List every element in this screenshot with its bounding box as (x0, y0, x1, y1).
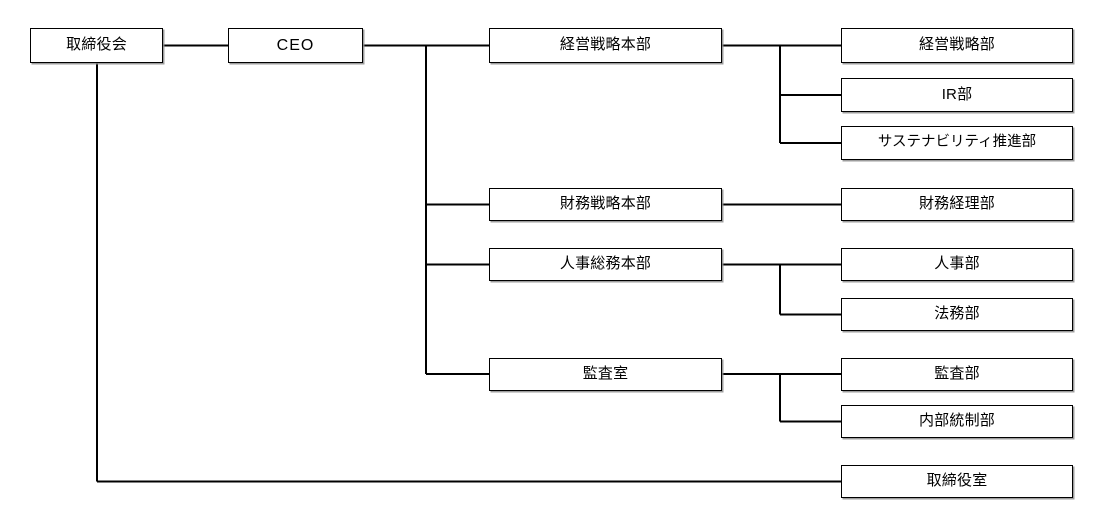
node-internal-control-dept[interactable]: 内部統制部 (841, 405, 1073, 438)
node-hr-hq[interactable]: 人事総務本部 (489, 248, 722, 281)
node-label: CEO (276, 36, 315, 54)
node-label: 経営戦略部 (918, 36, 995, 54)
node-finance-hq[interactable]: 財務戦略本部 (489, 188, 722, 221)
node-label: サステナビリティ推進部 (877, 134, 1037, 151)
node-label: 監査部 (934, 365, 980, 383)
node-board-office[interactable]: 取締役室 (841, 465, 1073, 498)
node-label: 取締役会 (66, 36, 127, 54)
connector-lines (96, 44, 841, 483)
node-label: 財務経理部 (918, 195, 995, 213)
node-strategy-hq[interactable]: 経営戦略本部 (489, 28, 722, 63)
node-label: 経営戦略本部 (559, 36, 652, 54)
node-label: 人事部 (934, 255, 980, 273)
node-board[interactable]: 取締役会 (30, 28, 163, 63)
node-label: IR部 (941, 85, 973, 103)
node-label: 人事総務本部 (559, 255, 652, 273)
node-sustainability-dept[interactable]: サステナビリティ推進部 (841, 126, 1073, 160)
node-ir-dept[interactable]: IR部 (841, 78, 1073, 112)
node-legal-dept[interactable]: 法務部 (841, 298, 1073, 331)
node-label: 監査室 (582, 365, 629, 383)
node-finance-dept[interactable]: 財務経理部 (841, 188, 1073, 221)
node-ceo[interactable]: CEO (228, 28, 363, 63)
node-audit-office[interactable]: 監査室 (489, 358, 722, 391)
node-label: 法務部 (934, 305, 980, 323)
node-audit-dept[interactable]: 監査部 (841, 358, 1073, 391)
node-label: 取締役室 (926, 472, 988, 490)
node-label: 財務戦略本部 (559, 195, 652, 213)
node-hr-dept[interactable]: 人事部 (841, 248, 1073, 281)
node-strategy-dept[interactable]: 経営戦略部 (841, 28, 1073, 63)
node-label: 内部統制部 (918, 412, 995, 430)
